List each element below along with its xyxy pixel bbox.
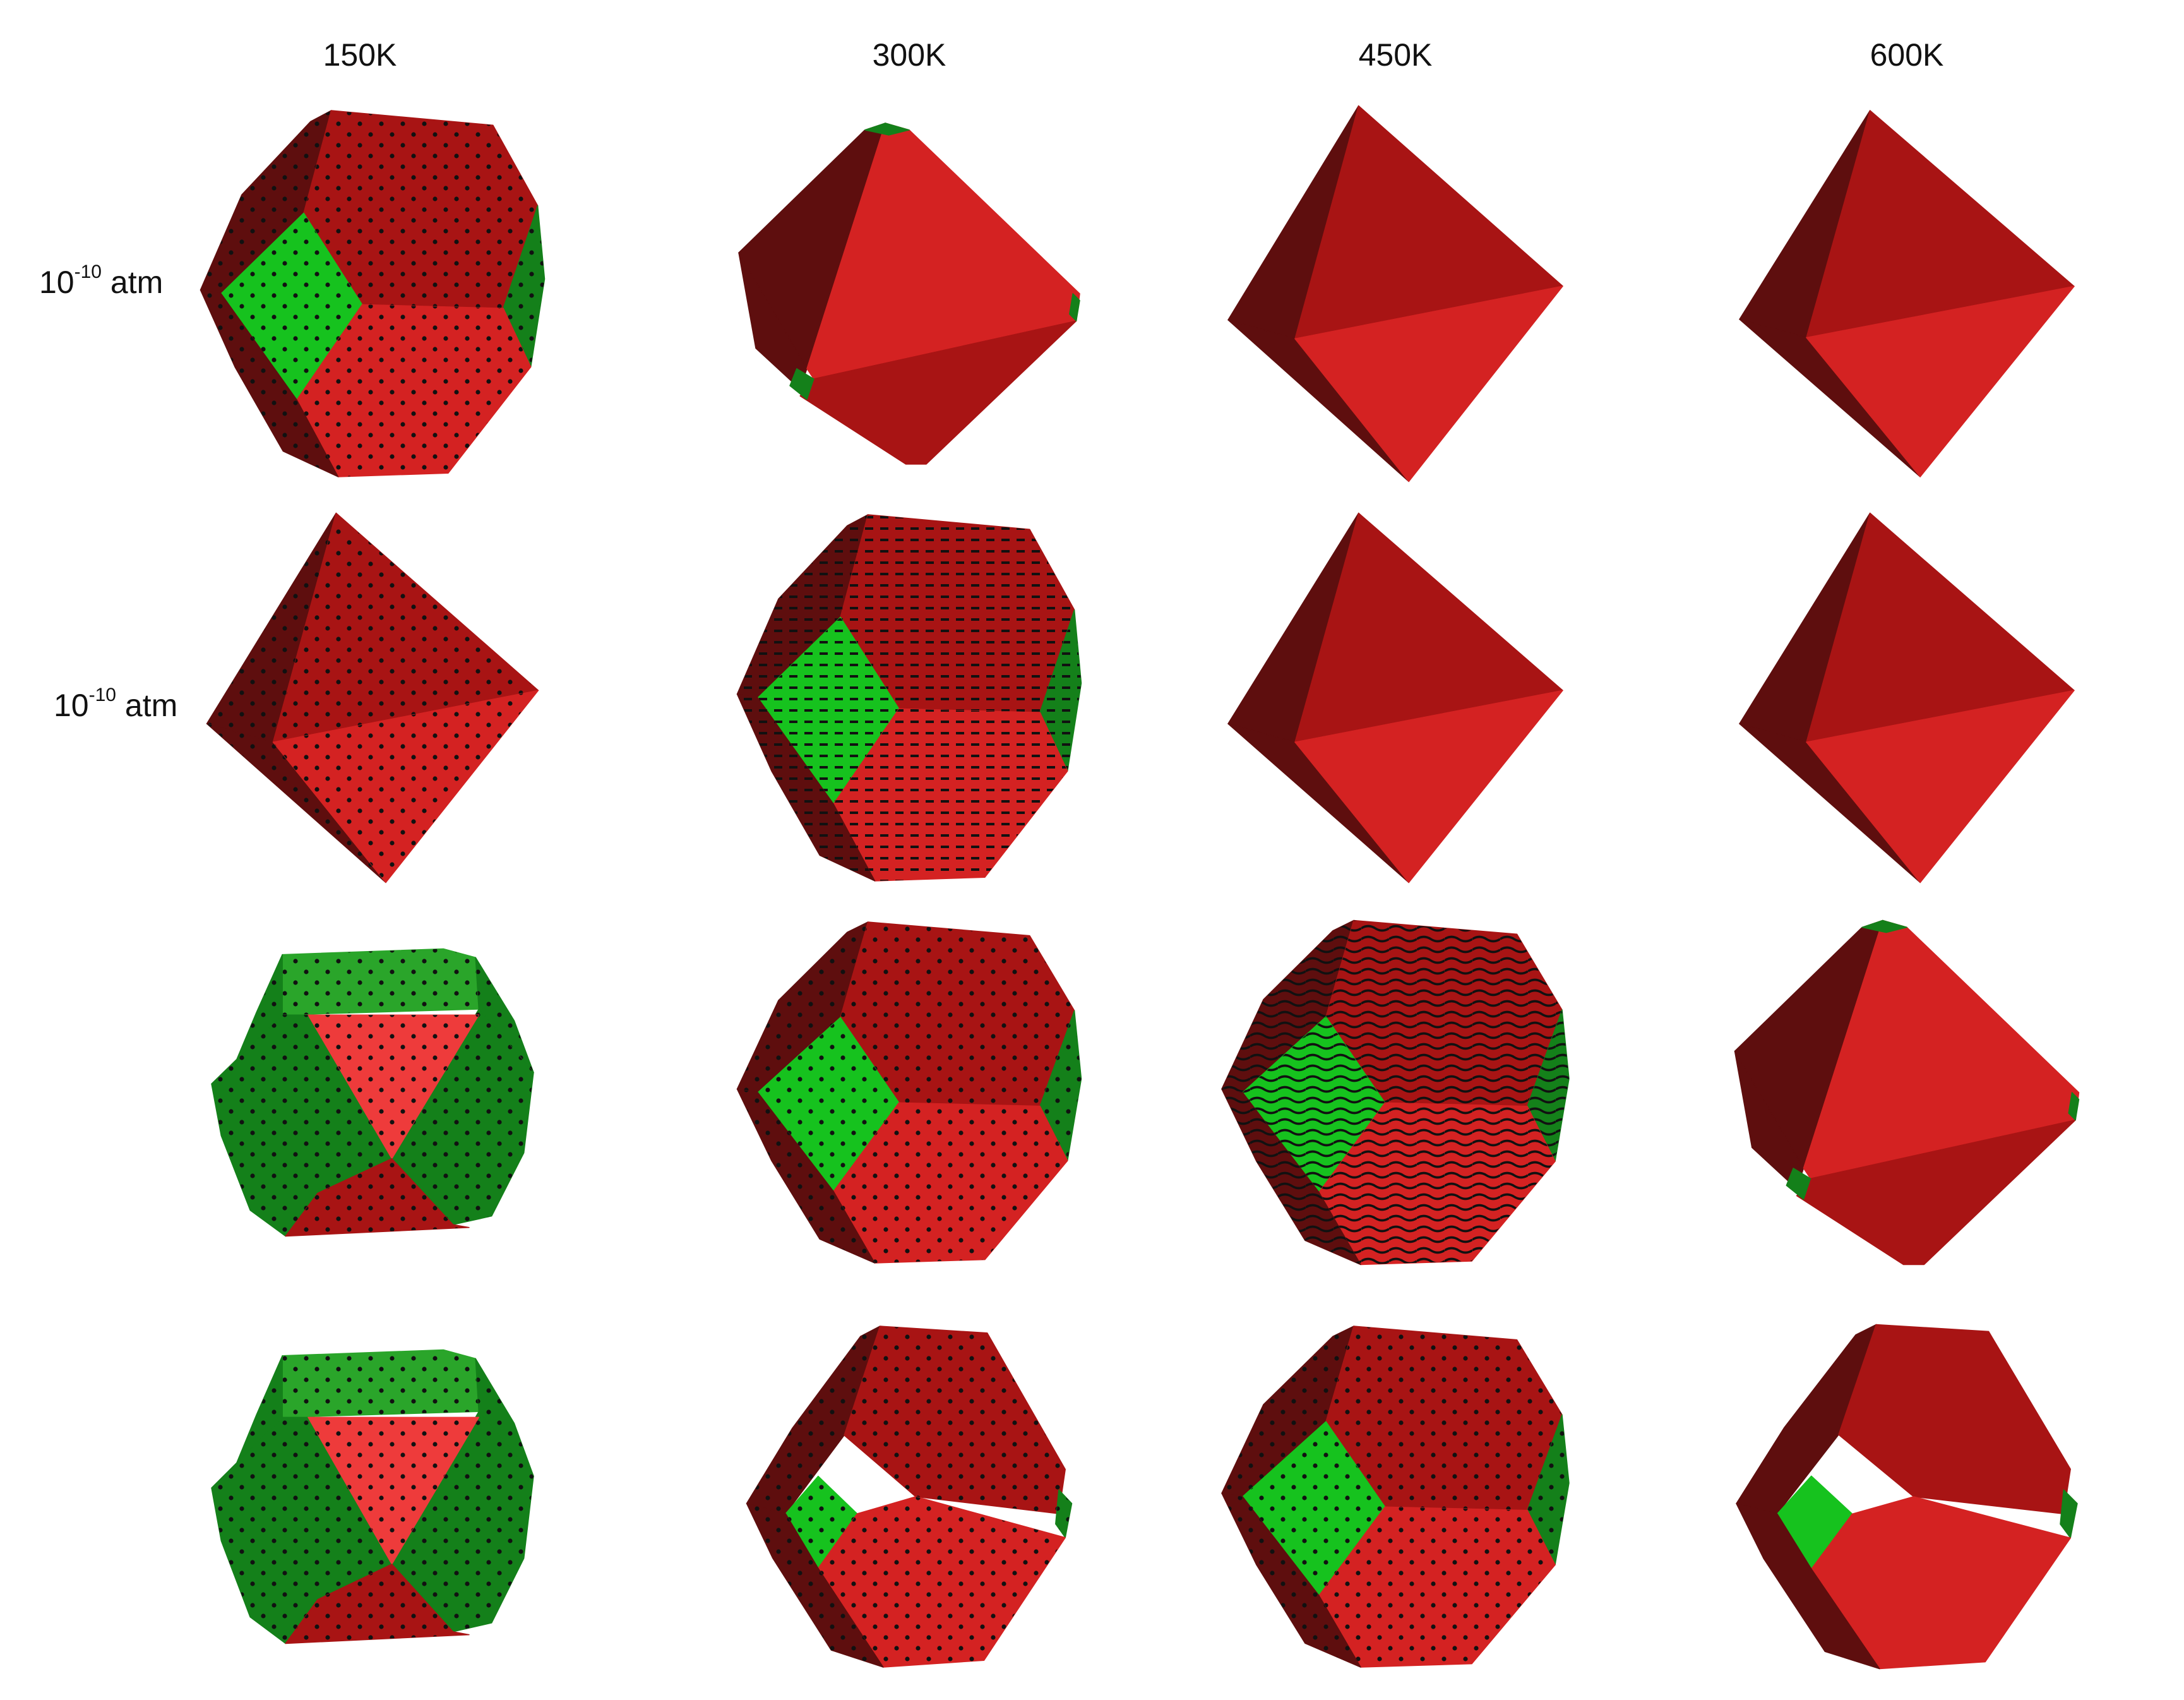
crystal-face-texture	[746, 1503, 883, 1667]
crystal-face-texture	[282, 1350, 479, 1418]
crystal-face-texture	[1222, 1089, 1361, 1265]
crystal-face-texture	[475, 1358, 534, 1476]
crystal-face-texture	[737, 922, 868, 1092]
crystal-green-truncated-r3-c1	[211, 948, 534, 1237]
crystal-face-texture	[304, 111, 538, 309]
crystal-face-texture	[212, 1015, 392, 1236]
row-label-1-unit: atm	[110, 265, 164, 300]
crystal-face-texture	[273, 690, 539, 883]
crystal-face	[1736, 1503, 1880, 1670]
crystal-face-texture	[475, 957, 534, 1073]
crystal-face-texture	[285, 1564, 469, 1644]
crystal-face-texture	[1055, 1490, 1072, 1538]
crystal-octahedron-truncated-tips-r1-c2	[738, 123, 1080, 465]
row-label-1-exponent: -10	[74, 261, 102, 283]
crystal-octahedron-r1-c4	[1739, 110, 2075, 477]
crystal-face-texture	[1319, 1103, 1555, 1265]
row-label-2-unit: atm	[124, 688, 178, 723]
row-label-2-base: 10	[54, 688, 89, 723]
crystal-face-texture	[308, 1417, 479, 1564]
column-label-150k: 150K	[323, 37, 397, 73]
crystal-face	[2068, 1092, 2080, 1121]
crystal-face-texture	[840, 922, 1075, 1106]
crystal-octahedron-r2-c4	[1739, 512, 2075, 883]
crystal-face-texture	[1040, 609, 1082, 771]
crystal-octahedron-truncated-tips-r3-c4	[1734, 919, 2080, 1266]
row-label-2-exponent: -10	[88, 685, 116, 706]
crystal-face-texture	[308, 1015, 479, 1159]
crystal-face-texture	[227, 954, 283, 1081]
crystal-face-texture	[1527, 1010, 1569, 1161]
crystal-face	[1861, 919, 1907, 933]
crystal-face	[1069, 293, 1080, 321]
crystal-face	[1786, 1168, 1811, 1200]
crystal-octahedron-r2-c1	[206, 512, 539, 883]
crystal-face-texture	[1222, 1326, 1354, 1497]
crystal-face	[2060, 1489, 2078, 1539]
crystal-face-texture	[212, 1417, 392, 1644]
crystal-face-texture	[227, 1355, 283, 1485]
crystal-face	[789, 368, 815, 400]
row-label-2: 10-10 atm	[54, 685, 178, 724]
row-label-1: 10-10 atm	[39, 261, 164, 301]
crystal-face	[1294, 285, 1563, 482]
crystal-face-texture	[391, 1009, 534, 1225]
crystal-face	[1294, 690, 1563, 883]
crystal-face-texture	[206, 513, 337, 743]
crystal-face-texture	[833, 709, 1068, 881]
crystal-face-texture	[1243, 1017, 1385, 1192]
crystal-green-truncated-r4-c1	[211, 1349, 534, 1644]
crystal-face-texture	[833, 1103, 1068, 1263]
crystal-octahedron-r2-c3	[1227, 512, 1563, 883]
crystal-truncated-octahedron-r4-c3	[1221, 1326, 1570, 1668]
crystal-truncated-octahedron-r1-c1	[200, 110, 546, 477]
crystal-face-texture	[297, 304, 531, 477]
crystal-truncated-octahedron-small-r4-c2	[746, 1326, 1073, 1668]
crystal-face-texture	[758, 1017, 899, 1192]
crystal-face-texture	[200, 290, 338, 477]
crystal-face-texture	[221, 213, 362, 400]
crystal-face-texture	[503, 205, 545, 367]
crystal-face-texture	[1527, 1415, 1569, 1565]
crystal-face-texture	[844, 1326, 1066, 1514]
crystal-face	[1806, 690, 2075, 883]
crystal-face-texture	[285, 1158, 469, 1236]
crystal-face-texture	[1222, 920, 1354, 1092]
column-label-450k: 450K	[1358, 37, 1433, 73]
crystal-truncated-octahedron-r3-c2	[736, 921, 1082, 1264]
crystal-face-texture	[746, 1326, 880, 1514]
crystal-face	[1838, 1324, 2071, 1515]
crystal-octahedron-r1-c3	[1227, 105, 1563, 482]
crystal-face-texture	[758, 617, 899, 805]
crystal-face-texture	[1326, 1326, 1562, 1511]
crystal-face-texture	[1040, 1010, 1082, 1161]
crystal-face-texture	[273, 513, 539, 743]
crystal-face-texture	[737, 694, 875, 881]
crystal-face-texture	[391, 1411, 534, 1632]
column-label-300k: 300K	[872, 37, 946, 73]
crystal-face	[864, 123, 910, 136]
column-label-600k: 600K	[1870, 37, 1944, 73]
row-label-1-base: 10	[39, 265, 75, 300]
crystal-truncated-octahedron-small-r4-c4	[1736, 1324, 2078, 1670]
crystal-face-texture	[206, 724, 386, 883]
crystal-face	[1806, 285, 2075, 477]
crystal-face-texture	[1222, 1493, 1361, 1667]
crystal-face-texture	[1243, 1422, 1385, 1596]
crystal-truncated-octahedron-r3-c3	[1221, 919, 1570, 1266]
crystal-face-texture	[1319, 1507, 1555, 1667]
crystal-face-texture	[737, 515, 868, 698]
crystal-face-texture	[282, 949, 479, 1015]
crystal-face-texture	[1326, 920, 1562, 1106]
crystal-face-texture	[840, 515, 1075, 713]
crystal-face-texture	[818, 1497, 1066, 1667]
crystal-face-texture	[785, 1476, 857, 1569]
crystal-face-texture	[200, 111, 331, 294]
crystal-face-texture	[737, 1089, 875, 1263]
crystal-truncated-octahedron-r2-c2	[736, 514, 1082, 882]
